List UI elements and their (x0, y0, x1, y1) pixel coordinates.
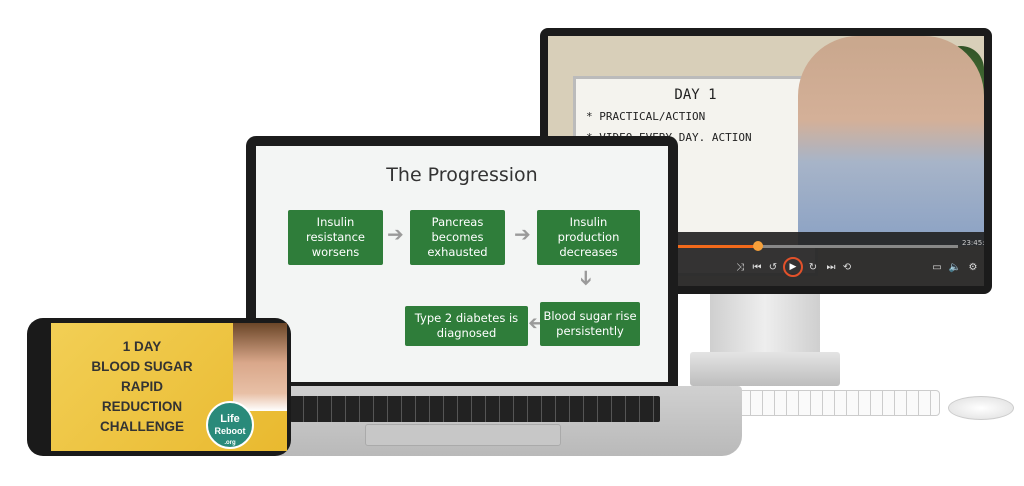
flow-box: Blood sugar rise persistently (540, 302, 640, 346)
life-reboot-logo: Life Reboot .org (206, 401, 254, 449)
screen-icon[interactable]: ▭ (932, 262, 942, 273)
arrow-right-icon: ➔ (514, 222, 531, 246)
laptop-keyboard (290, 396, 660, 422)
phone: 1 DAY BLOOD SUGAR RAPID REDUCTION CHALLE… (27, 318, 291, 456)
rewind-icon[interactable]: ↺ (768, 262, 778, 273)
whiteboard-line: * PRACTICAL/ACTION (586, 110, 706, 123)
flow-box: Pancreas becomes exhausted (410, 210, 505, 265)
logo-text: .org (224, 440, 236, 446)
presenter-video (798, 36, 984, 246)
play-button[interactable]: ▶ (783, 257, 803, 277)
title-line: 1 DAY (122, 339, 162, 354)
desktop-monitor: DAY 1 * PRACTICAL/ACTION * VIDEO EVERY D… (540, 28, 992, 294)
volume-icon[interactable]: 🔈 (948, 262, 962, 273)
progress-handle[interactable] (753, 241, 763, 251)
title-line: CHALLENGE (100, 419, 184, 434)
skip-forward-icon[interactable]: ⏭ (826, 262, 836, 273)
monitor-base (690, 352, 840, 386)
arrow-right-icon: ➔ (387, 222, 404, 246)
slide: The Progression Insulin resistance worse… (256, 146, 668, 382)
slide-title: The Progression (386, 164, 538, 186)
title-line: BLOOD SUGAR (91, 359, 193, 374)
play-icon: ▶ (789, 262, 797, 272)
challenge-title: 1 DAY BLOOD SUGAR RAPID REDUCTION CHALLE… (51, 337, 233, 437)
forward-icon[interactable]: ↻ (808, 262, 818, 273)
whiteboard-title: DAY 1 (674, 87, 717, 103)
title-line: RAPID (120, 379, 163, 394)
loop-icon[interactable]: ⟲ (842, 262, 852, 273)
arrow-down-icon: ➔ (574, 269, 599, 287)
mouse (948, 396, 1014, 420)
monitor-stand (710, 294, 820, 354)
video-player[interactable]: DAY 1 * PRACTICAL/ACTION * VIDEO EVERY D… (548, 36, 984, 286)
logo-text: Reboot (214, 426, 246, 436)
flow-box: Insulin resistance worsens (288, 210, 383, 265)
settings-icon[interactable]: ⚙ (968, 262, 978, 273)
duration-label: 23:45:38 (962, 239, 984, 247)
logo-text: Life (220, 413, 240, 425)
flow-box: Insulin production decreases (537, 210, 640, 265)
title-line: REDUCTION (101, 399, 183, 414)
phone-screen: 1 DAY BLOOD SUGAR RAPID REDUCTION CHALLE… (51, 323, 287, 451)
trackpad (365, 424, 561, 446)
skip-back-icon[interactable]: ⏮ (752, 262, 762, 273)
flow-box: Type 2 diabetes is diagnosed (405, 306, 528, 346)
presenter-photo (233, 323, 287, 411)
laptop: The Progression Insulin resistance worse… (246, 136, 678, 388)
shuffle-icon[interactable]: ⤨ (736, 262, 744, 273)
